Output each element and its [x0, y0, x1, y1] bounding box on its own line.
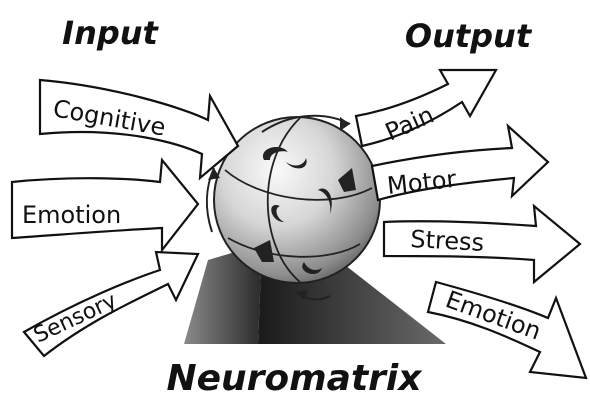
- input-label-sensory: Sensory: [30, 288, 121, 348]
- output-arrow-pain: Pain: [356, 70, 496, 146]
- output-arrow-stress: Stress: [384, 206, 580, 282]
- output-label-emotion: Emotion: [442, 285, 545, 345]
- output-arrow-emotion: Emotion: [428, 282, 586, 378]
- output-label-stress: Stress: [410, 225, 485, 257]
- neuromatrix-title: Neuromatrix: [167, 358, 424, 396]
- input-label-emotion: Emotion: [22, 201, 121, 229]
- input-arrow-emotion: Emotion: [12, 160, 198, 250]
- output-heading: Output: [405, 17, 533, 55]
- input-heading: Input: [62, 14, 159, 52]
- output-label-motor: Motor: [386, 165, 458, 200]
- input-arrow-cognitive: Cognitive: [40, 80, 238, 178]
- input-arrow-sensory: Sensory: [24, 252, 198, 356]
